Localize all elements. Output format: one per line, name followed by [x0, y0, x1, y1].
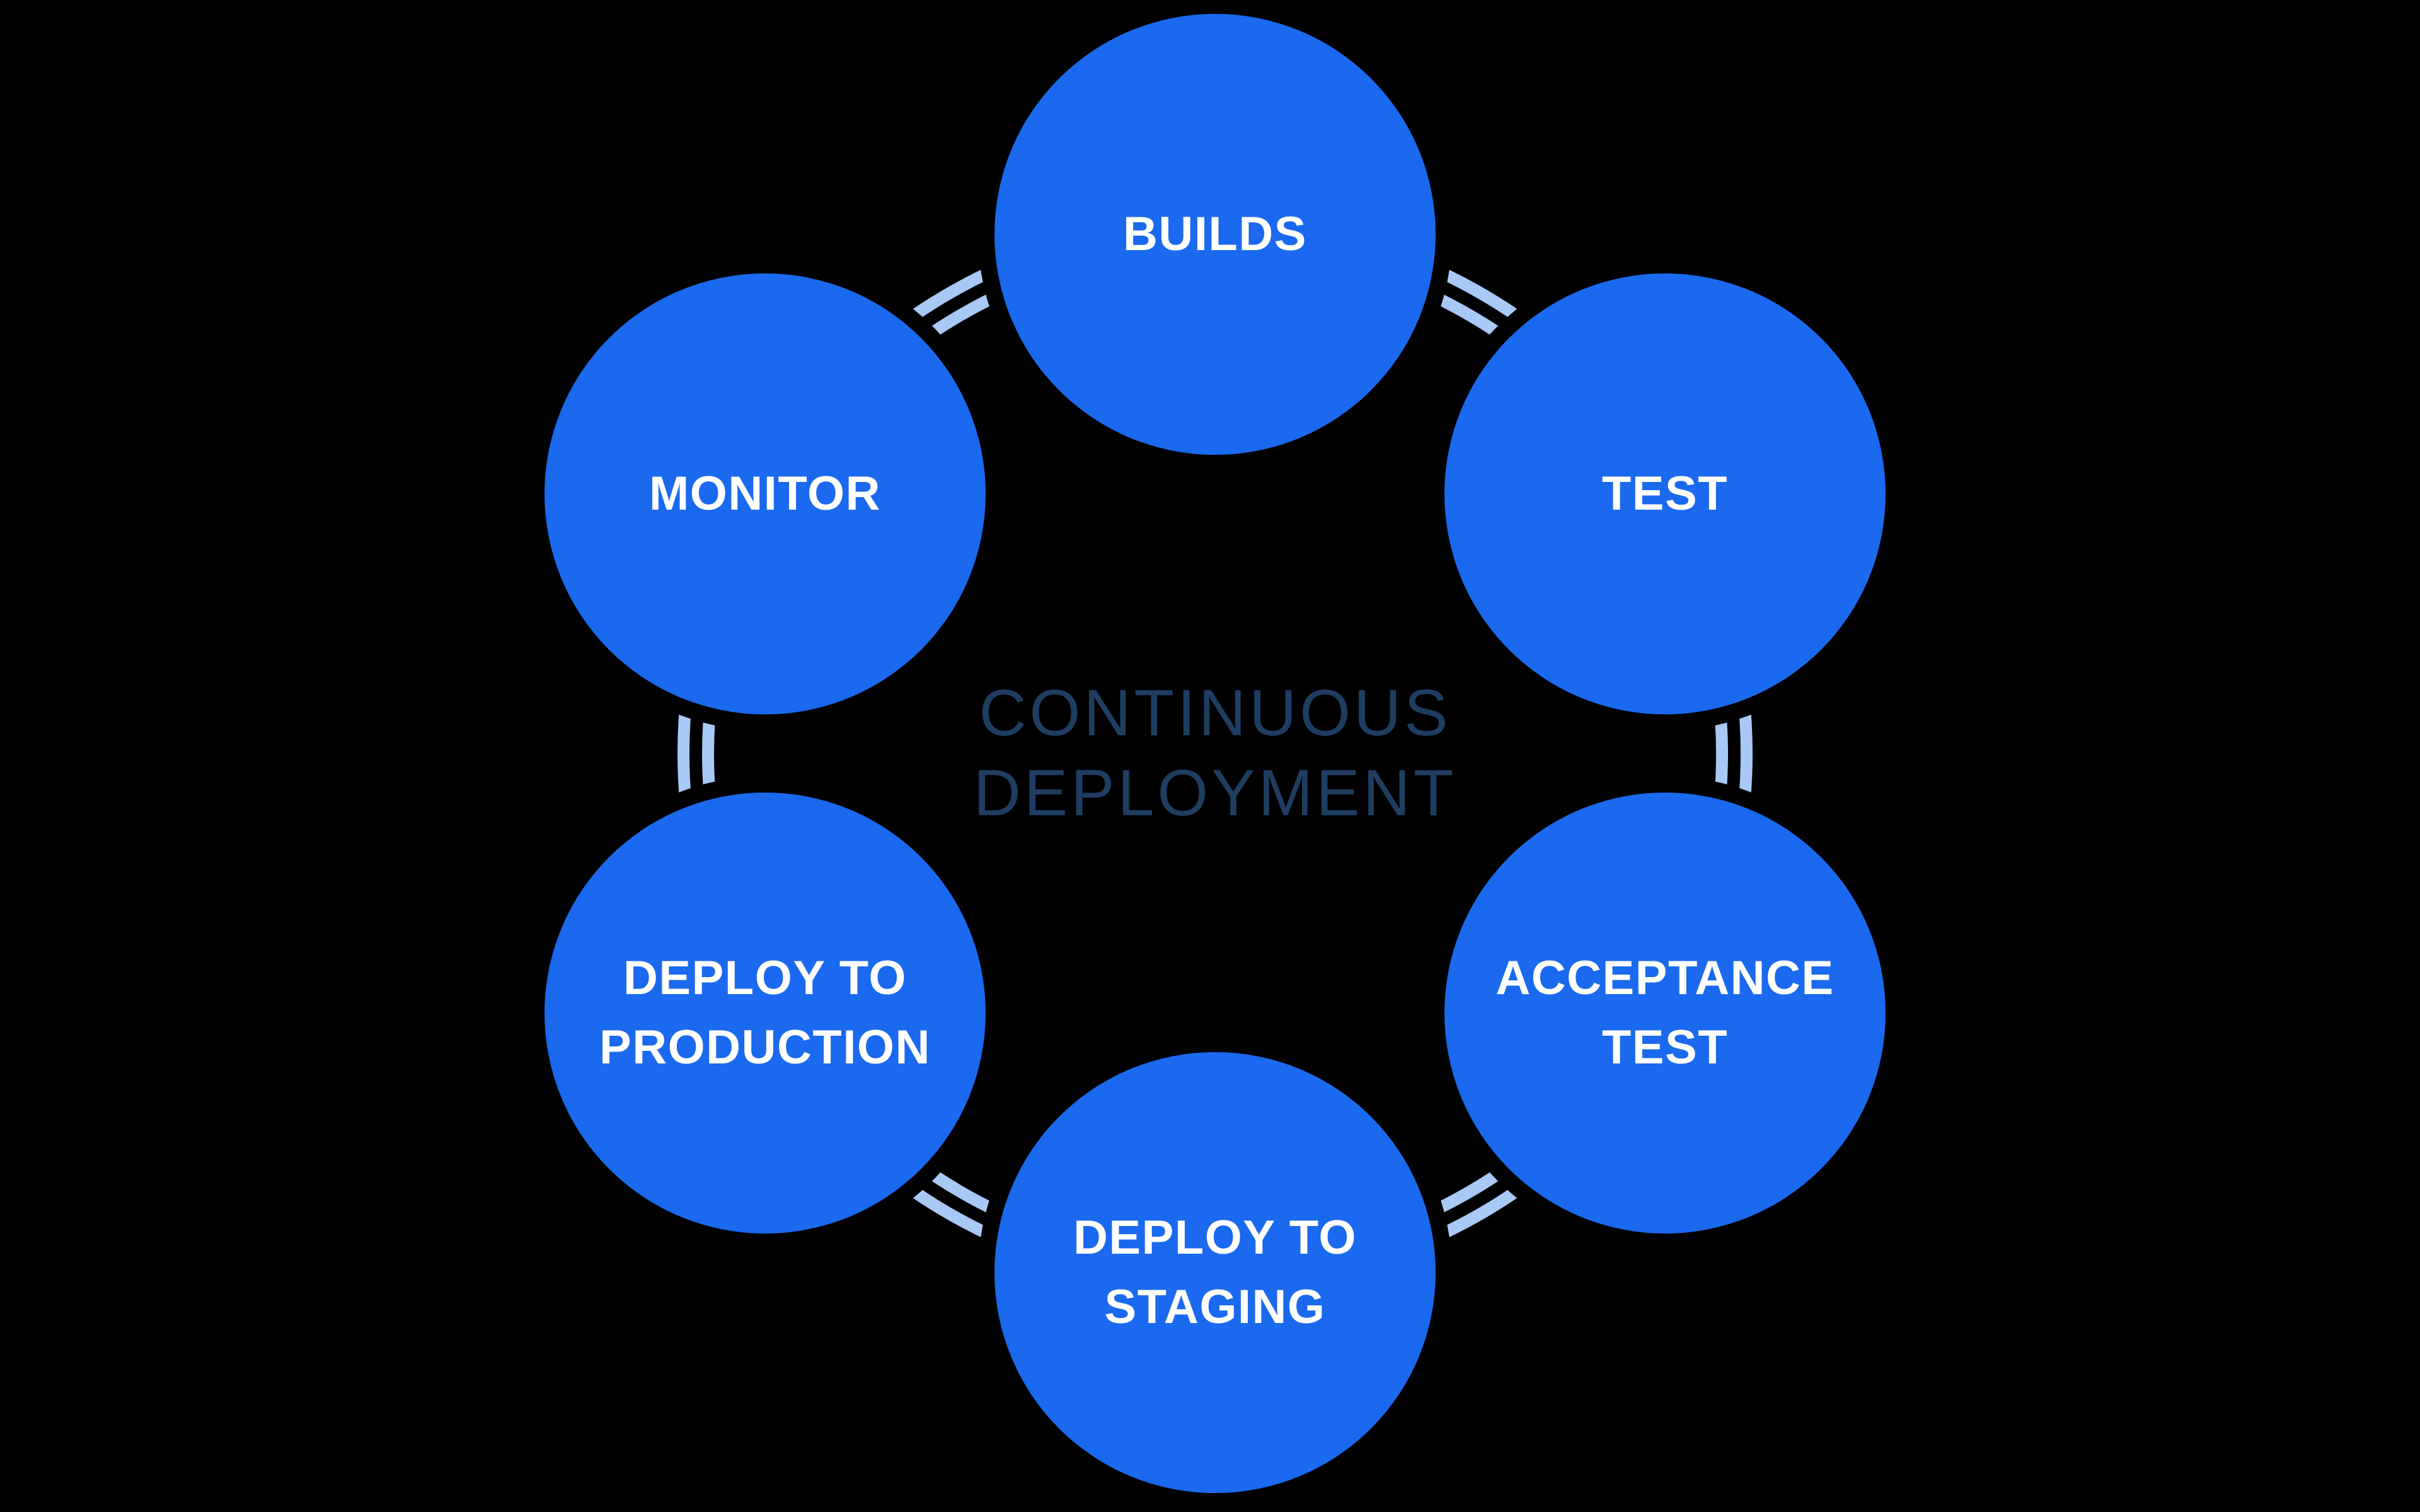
- node-builds: BUILDS: [994, 14, 1436, 455]
- node-monitor-label: MONITOR: [649, 466, 881, 520]
- node-test: TEST: [1444, 273, 1886, 714]
- node-acceptance-test-label: ACCEPTANCE TEST: [1495, 951, 1835, 1074]
- node-deploy-to-production-label: DEPLOY TO PRODUCTION: [599, 951, 931, 1074]
- node-deploy-to-production: DEPLOY TO PRODUCTION: [544, 793, 986, 1234]
- node-monitor: MONITOR: [544, 273, 986, 714]
- diagram-title: CONTINUOUS DEPLOYMENT: [973, 677, 1457, 830]
- node-deploy-to-staging: DEPLOY TO STAGING: [994, 1052, 1436, 1493]
- node-deploy-to-staging-label: DEPLOY TO STAGING: [1073, 1210, 1357, 1334]
- node-acceptance-test: ACCEPTANCE TEST: [1444, 793, 1886, 1234]
- node-builds-label: BUILDS: [1123, 207, 1307, 261]
- node-test-label: TEST: [1601, 466, 1729, 520]
